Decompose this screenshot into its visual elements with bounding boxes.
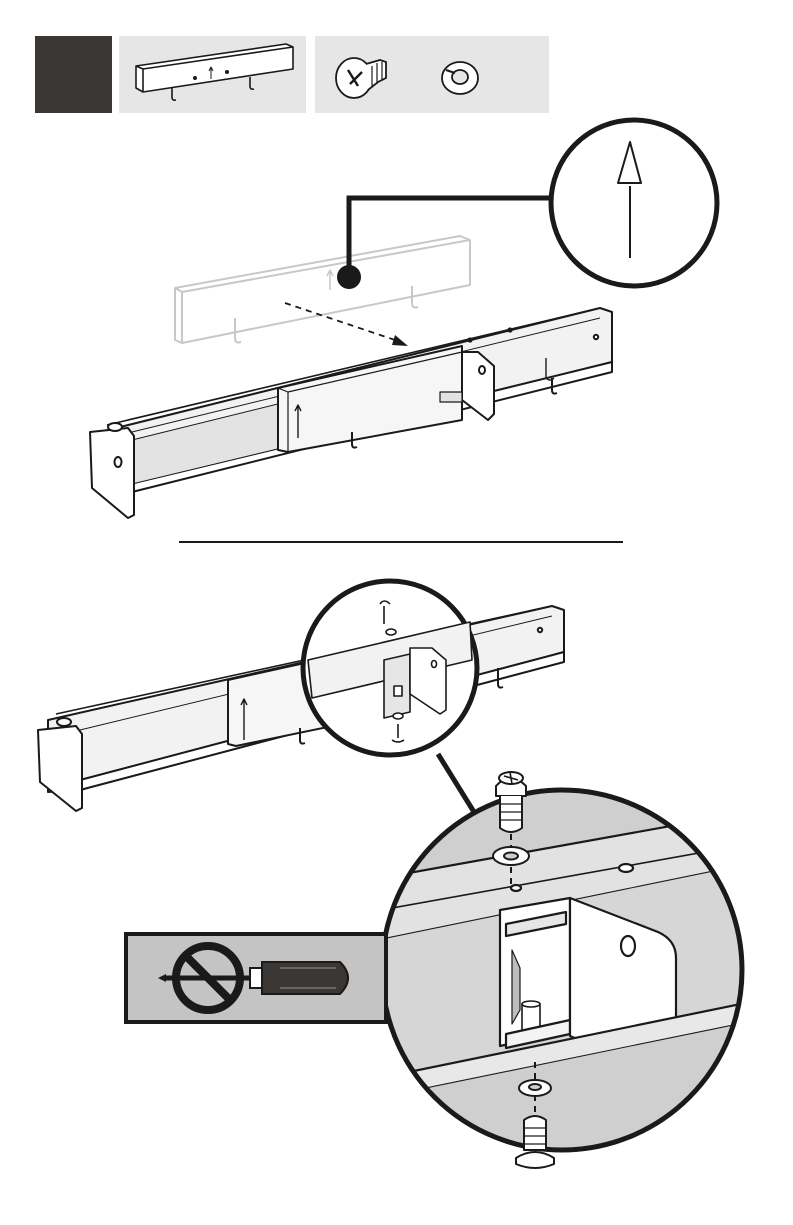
small-detail-circle <box>303 581 477 755</box>
split-lock-washer-icon <box>442 62 478 94</box>
step-number-box <box>35 36 112 113</box>
main-rail-assembly <box>90 308 612 518</box>
ghost-rail-part <box>175 236 470 343</box>
callout-dot-icon <box>337 265 361 289</box>
upper-illustration <box>90 120 717 542</box>
large-zoom-circle <box>370 790 760 1180</box>
lower-illustration <box>38 581 760 1180</box>
zoom-connector-line <box>438 754 474 812</box>
no-power-tools-warning <box>126 934 386 1022</box>
step-header <box>35 36 549 113</box>
arrow-detail-circle <box>551 120 717 286</box>
assembled-rail <box>38 606 564 811</box>
